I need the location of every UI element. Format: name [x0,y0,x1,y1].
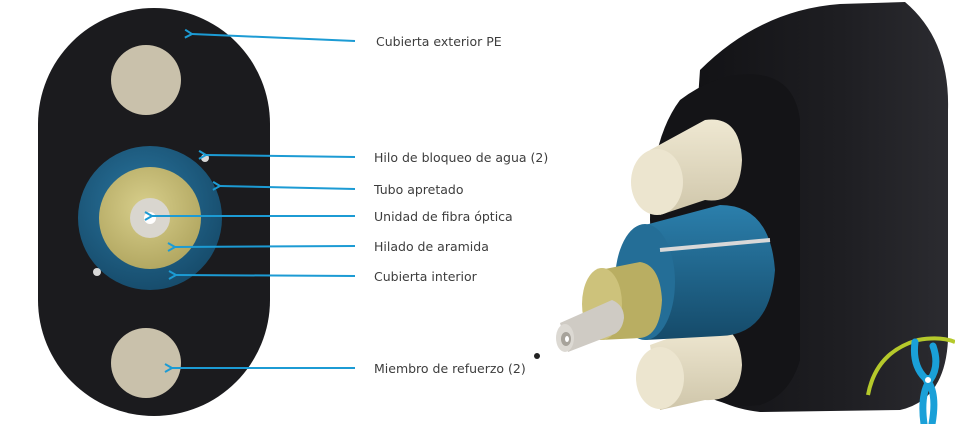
fiber-core [144,212,156,224]
label-aramid-yarn: Hilado de aramida [374,239,489,254]
labels: Cubierta exterior PE Hilo de bloqueo de … [373,34,548,376]
arrow-outer-jacket [192,34,356,42]
label-fiber-unit: Unidad de fibra óptica [374,209,513,224]
cable-3d-view [534,2,949,412]
label-inner-jacket: Cubierta interior [374,269,478,284]
pliers-logo-icon [866,336,955,424]
label-strength-member: Miembro de refuerzo (2) [374,361,526,376]
arrow-aramid-yarn [175,246,356,247]
cable-fiber-tip [534,353,540,359]
cable-strength-member-bottom [636,324,742,410]
label-tight-tube: Tubo apretado [373,182,464,197]
strength-member-top [111,45,181,115]
cable-fiber-unit [556,300,624,352]
water-blocking-yarn-2 [93,268,101,276]
cable-strength-member-top [631,119,742,215]
strength-member-bottom [111,328,181,398]
label-water-blocking-yarn: Hilo de bloqueo de agua (2) [374,150,548,165]
arrow-water-blocking-yarn [206,155,356,157]
cross-section [38,8,270,416]
arrow-inner-jacket [176,275,356,276]
leader-arrows [152,34,356,368]
arrow-tight-tube [220,186,356,189]
label-outer-jacket: Cubierta exterior PE [376,34,502,49]
